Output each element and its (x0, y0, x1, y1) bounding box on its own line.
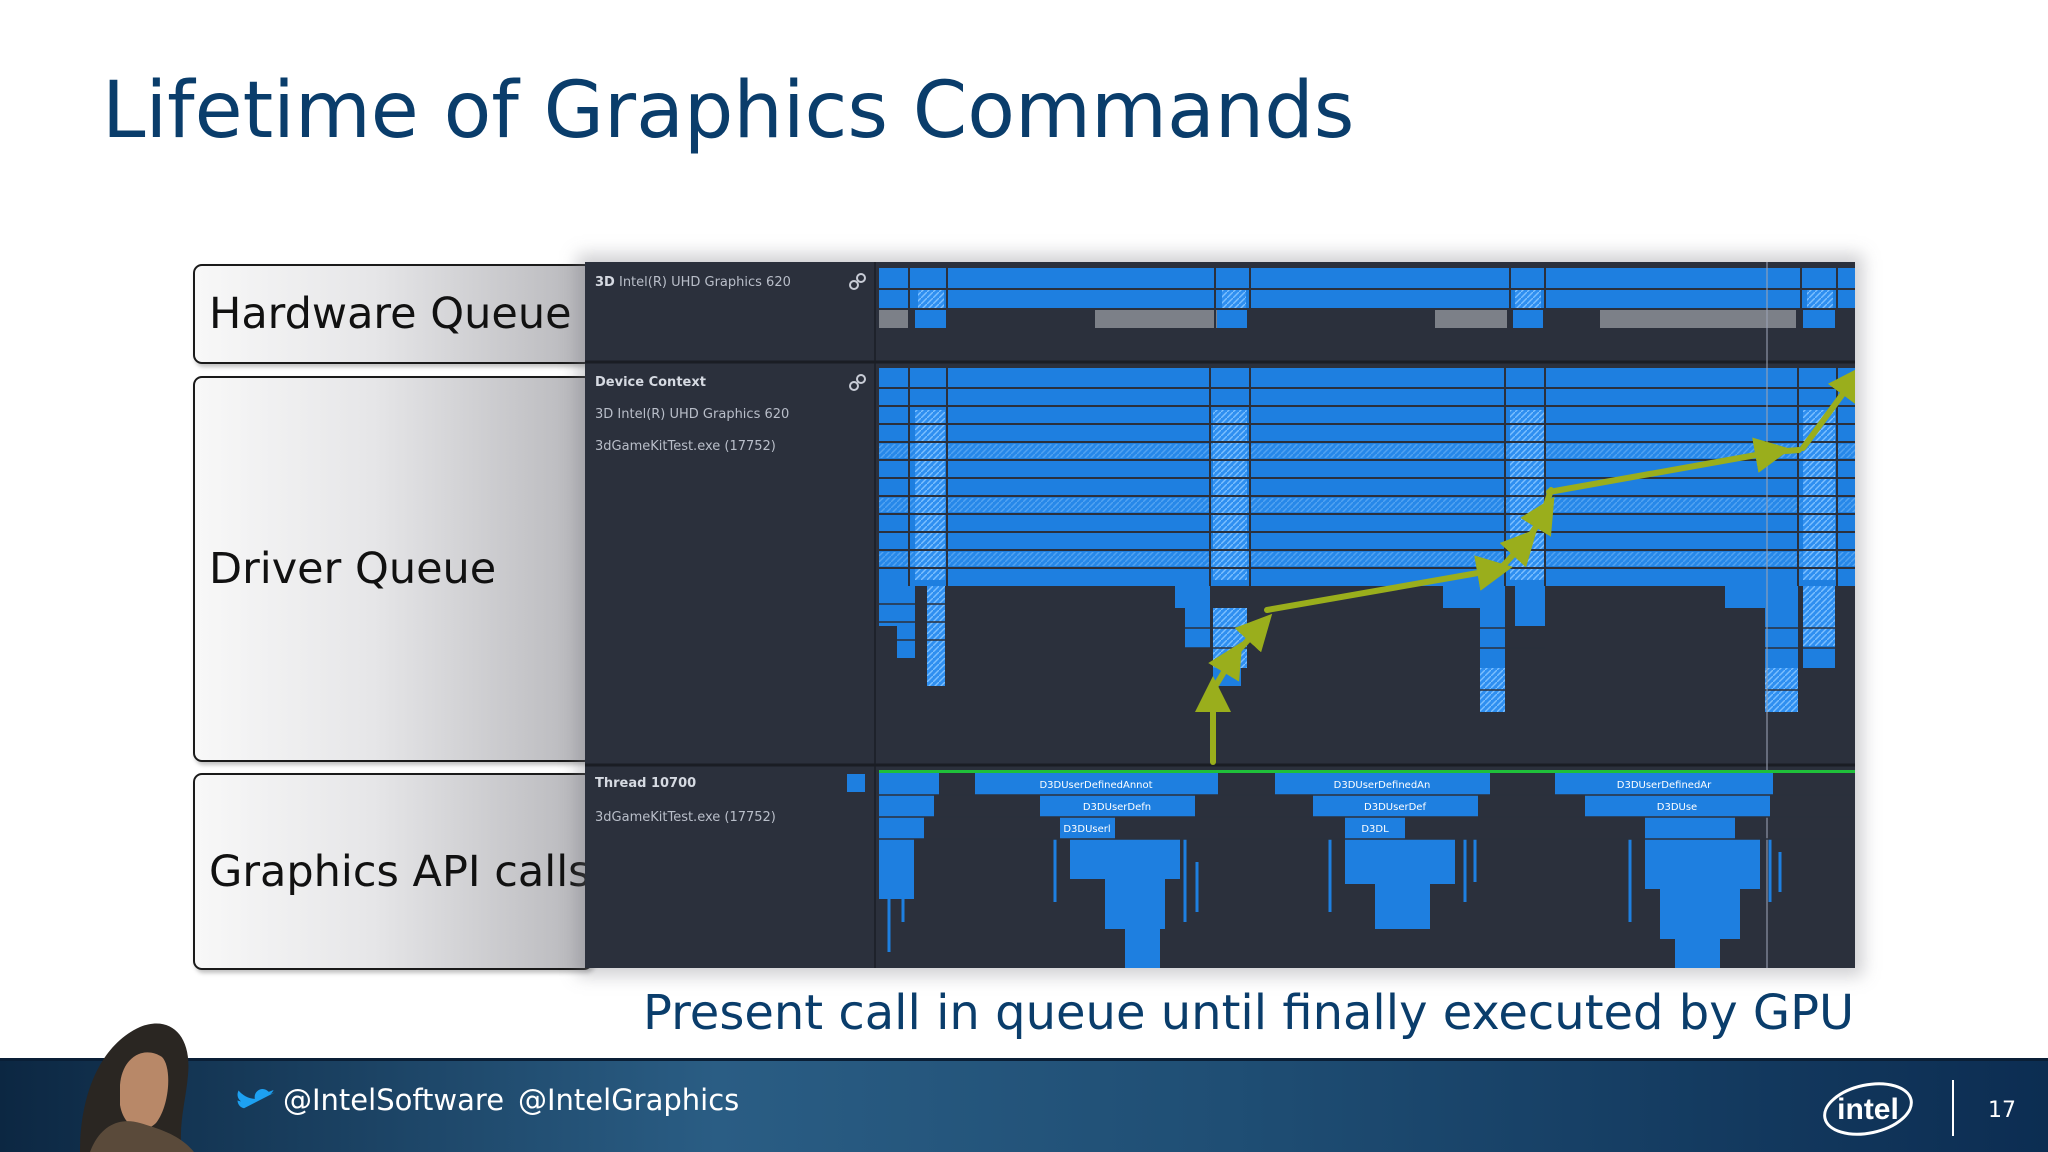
evt-label: D3DUserDefinedAnnot (1039, 780, 1152, 791)
dc-line1: 3D Intel(R) UHD Graphics 620 (595, 407, 789, 422)
evt-label: D3DUse (1657, 802, 1697, 813)
intel-logo: intel (1823, 1082, 1913, 1136)
footer-separator (1952, 1080, 1954, 1136)
hardware-queue-label-box: Hardware Queue (193, 264, 593, 364)
hardware-queue-bars (879, 266, 1855, 330)
dc-line2: 3dGameKitTest.exe (17752) (595, 439, 776, 454)
svg-text:intel: intel (1837, 1093, 1899, 1126)
evt-label: D3DUserDefinedAr (1617, 780, 1712, 791)
driver-queue-bars (879, 262, 1855, 968)
evt-label: D3DUserDef (1364, 802, 1426, 813)
link-icon-2[interactable] (849, 374, 866, 391)
twitter-handle-intel-software[interactable]: @IntelSoftware (283, 1083, 505, 1117)
evt-label: D3DL (1361, 824, 1389, 835)
evt-label: D3DUserDefinedAn (1334, 780, 1431, 791)
driver-queue-label: Driver Queue (209, 544, 497, 594)
slide-caption: Present call in queue until finally exec… (643, 985, 1855, 1041)
present-path-arrow (1195, 365, 1855, 765)
thread-title: Thread 10700 (595, 776, 696, 791)
api-calls-label-box: Graphics API calls (193, 773, 593, 970)
device-context-label: Device Context (595, 375, 706, 390)
slide-title: Lifetime of Graphics Commands (102, 66, 1355, 156)
driver-queue-label-box: Driver Queue (193, 376, 593, 762)
thread-color-swatch (847, 774, 865, 792)
evt-label: D3DUserl (1063, 824, 1110, 835)
link-icon[interactable] (849, 273, 866, 290)
twitter-icon (237, 1089, 276, 1109)
api-call-bars: D3DUserDefinedAnnot D3DUserDefn D3DUserl… (879, 770, 1855, 968)
page-number: 17 (1988, 1098, 2016, 1123)
thread-proc: 3dGameKitTest.exe (17752) (595, 810, 776, 825)
api-calls-label: Graphics API calls (209, 847, 591, 897)
twitter-handle-intel-graphics[interactable]: @IntelGraphics (518, 1083, 740, 1117)
gpuview-screenshot: 3D Intel(R) UHD Graphics 620 Device Cont… (585, 262, 1855, 968)
evt-label: D3DUserDefn (1083, 802, 1151, 813)
footer-banner (0, 1058, 2048, 1152)
character-art (80, 1023, 194, 1152)
hw-row-name: 3D Intel(R) UHD Graphics 620 (595, 275, 791, 290)
hardware-queue-label: Hardware Queue (209, 289, 572, 339)
